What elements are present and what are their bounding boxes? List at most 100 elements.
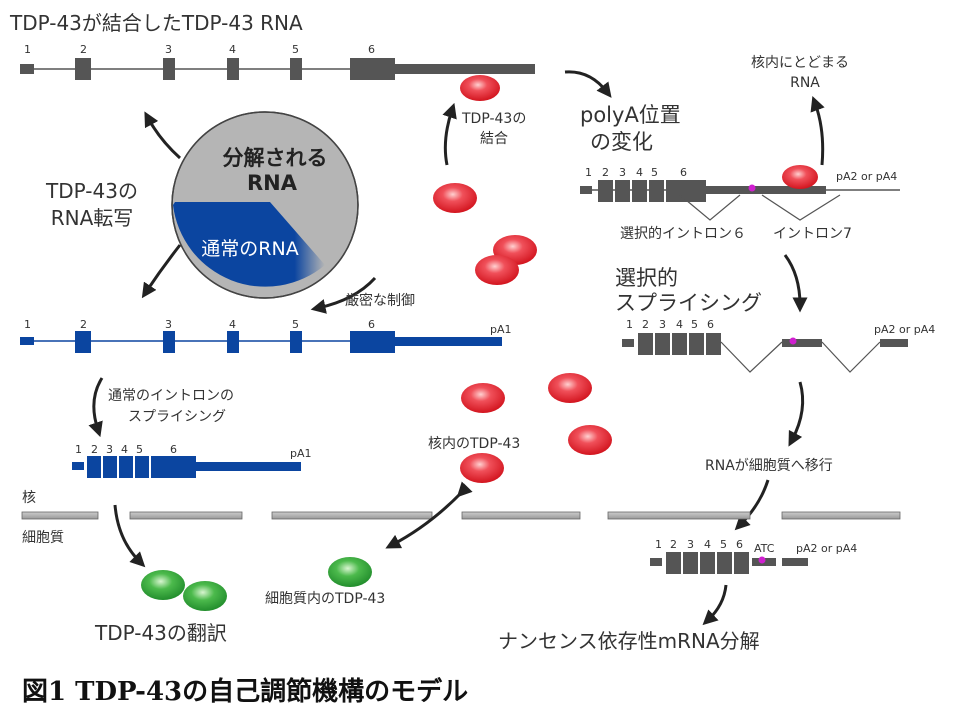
bs-exon-2: 2 xyxy=(91,443,98,456)
cy-exon-3: 3 xyxy=(687,538,694,551)
arrow-pie-to-top xyxy=(144,111,182,160)
tight-control-label: 厳密な制御 xyxy=(345,292,415,309)
tdp43-red-4 xyxy=(461,383,505,413)
bs-exon-3: 3 xyxy=(106,443,113,456)
blue-exon-4: 4 xyxy=(229,318,236,331)
rna-pie-chart: 分解される RNA 通常のRNA xyxy=(171,111,359,299)
pa2-or-pa4-label-1: pA2 or pA4 xyxy=(836,170,897,183)
pa-exon-5: 5 xyxy=(651,166,658,179)
arrow-to-polya xyxy=(564,70,612,98)
blue-spliced-gene: 1 2 3 4 5 6 pA1 xyxy=(72,443,312,478)
blue-exon-6: 6 xyxy=(368,318,375,331)
arrow-normal-splicing xyxy=(88,377,104,438)
bs-exon-5: 5 xyxy=(136,443,143,456)
arrow-pie-to-blue xyxy=(141,244,182,299)
as-exon-1: 1 xyxy=(626,318,633,331)
pa-exon-6: 6 xyxy=(680,166,687,179)
polya-label-1: polyA位置 xyxy=(580,103,681,127)
cy-exon-2: 2 xyxy=(670,538,677,551)
translation-label: TDP-43の翻訳 xyxy=(94,621,227,645)
as-exon-3: 3 xyxy=(659,318,666,331)
intron6-label: 選択的イントロン６ xyxy=(620,226,746,242)
exon-number-3: 3 xyxy=(165,43,172,56)
blue-gene: 1 2 3 4 5 6 pA1 xyxy=(20,318,512,353)
cy-exon-6: 6 xyxy=(736,538,743,551)
intron7-label: イントロン7 xyxy=(773,226,852,242)
alt-splicing-label-2: スプライシング xyxy=(615,291,762,315)
tdp43-red-7 xyxy=(460,453,504,483)
arrow-to-cyto-gene xyxy=(734,479,770,531)
cy-exon-1: 1 xyxy=(655,538,662,551)
arrow-nmd xyxy=(702,584,728,626)
pie-degrading-label-2: RNA xyxy=(247,171,298,195)
normal-splicing-label-1: 通常のイントロンの xyxy=(108,388,234,404)
tdp43-red-1 xyxy=(433,183,477,213)
pa-exon-1: 1 xyxy=(585,166,592,179)
pa1-label-2: pA1 xyxy=(290,447,312,460)
retained-label-1: 核内にとどまる xyxy=(751,55,849,71)
nmd-label: ナンセンス依存性mRNA分解 xyxy=(498,629,760,653)
top-gray-gene: 1 2 3 4 5 6 xyxy=(20,43,535,80)
pa-exon-2: 2 xyxy=(602,166,609,179)
arrow-shuttle xyxy=(385,481,473,549)
blue-exon-5: 5 xyxy=(292,318,299,331)
pa1-label-1: pA1 xyxy=(490,323,512,336)
transcription-label-1: TDP-43の xyxy=(45,179,138,203)
tdp43-red-5 xyxy=(548,373,592,403)
exon-number-5: 5 xyxy=(292,43,299,56)
arrow-translation xyxy=(113,504,146,568)
exon-number-2: 2 xyxy=(80,43,87,56)
tdp-binding-label-1: TDP-43の xyxy=(461,111,526,127)
as-exon-4: 4 xyxy=(676,318,683,331)
arrow-retained xyxy=(810,95,825,166)
nucleus-label: 核 xyxy=(22,490,36,506)
bs-exon-4: 4 xyxy=(121,443,128,456)
tdp43-green-2 xyxy=(183,581,227,611)
tdp43-red-bound xyxy=(460,75,500,101)
polya-changed-gene: 1 2 3 4 5 6 pA2 or pA4 選択的イントロン６ イントロン7 xyxy=(580,166,900,242)
tdp-binding-label-2: 結合 xyxy=(480,131,508,147)
normal-splicing-label-2: スプライシング xyxy=(128,409,226,425)
arrow-tight-control xyxy=(310,276,377,314)
export-label: RNAが細胞質へ移行 xyxy=(705,458,833,474)
tdp43-red-3 xyxy=(475,255,519,285)
retained-label-2: RNA xyxy=(790,75,820,91)
exon-number-6: 6 xyxy=(368,43,375,56)
pie-normal-label: 通常のRNA xyxy=(201,238,298,260)
arrow-export xyxy=(788,381,805,447)
pa2-or-pa4-label-2: pA2 or pA4 xyxy=(874,323,935,336)
exon-number-1: 1 xyxy=(24,43,31,56)
blue-exon-2: 2 xyxy=(80,318,87,331)
polya-label-2: の変化 xyxy=(590,130,653,154)
pa2-or-pa4-label-3: pA2 or pA4 xyxy=(796,542,857,555)
blue-exon-1: 1 xyxy=(24,318,31,331)
transcription-label-2: RNA転写 xyxy=(51,206,134,230)
as-exon-2: 2 xyxy=(642,318,649,331)
pa-exon-3: 3 xyxy=(619,166,626,179)
nuclear-tdp-label: 核内のTDP-43 xyxy=(428,436,520,452)
atc-label: ATC xyxy=(754,542,775,555)
tdp43-red-on-pa xyxy=(782,165,818,189)
nuclear-membrane xyxy=(21,511,901,520)
arrow-binding xyxy=(442,102,457,166)
as-exon-5: 5 xyxy=(691,318,698,331)
cyto-tdp-label: 細胞質内のTDP-43 xyxy=(265,591,385,607)
blue-exon-3: 3 xyxy=(165,318,172,331)
cytoplasm-label: 細胞質 xyxy=(22,530,64,546)
arrow-alt-splicing xyxy=(783,254,808,313)
cytoplasm-gene: 1 2 3 4 5 6 ATC pA2 or pA4 xyxy=(650,538,857,574)
tdp43-green-3 xyxy=(328,557,372,587)
pa-exon-4: 4 xyxy=(636,166,643,179)
cy-exon-4: 4 xyxy=(704,538,711,551)
pie-degrading-label-1: 分解される xyxy=(223,146,328,170)
as-exon-6: 6 xyxy=(707,318,714,331)
alt-splicing-label-1: 選択的 xyxy=(615,266,678,290)
cy-exon-5: 5 xyxy=(720,538,727,551)
tdp43-green-1 xyxy=(141,570,185,600)
alt-spliced-gene: 1 2 3 4 5 6 pA2 or pA4 xyxy=(622,318,935,373)
figure-caption: 図1 TDP-43の自己調節機構のモデル xyxy=(22,676,468,707)
tdp43-red-6 xyxy=(568,425,612,455)
exon-number-4: 4 xyxy=(229,43,236,56)
bs-exon-1: 1 xyxy=(75,443,82,456)
bs-exon-6: 6 xyxy=(170,443,177,456)
